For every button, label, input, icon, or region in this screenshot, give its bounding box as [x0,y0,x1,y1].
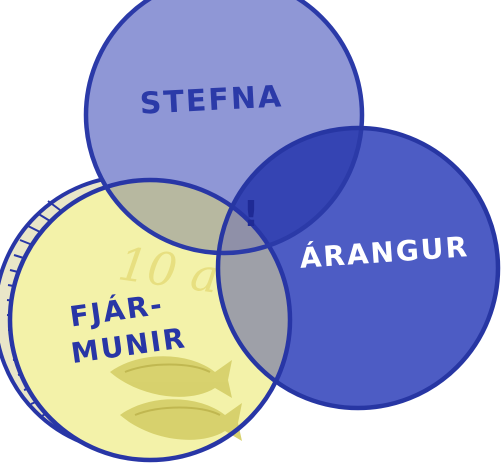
center-exclamation: ! [243,194,261,235]
stefna-label: STEFNA [139,79,284,121]
